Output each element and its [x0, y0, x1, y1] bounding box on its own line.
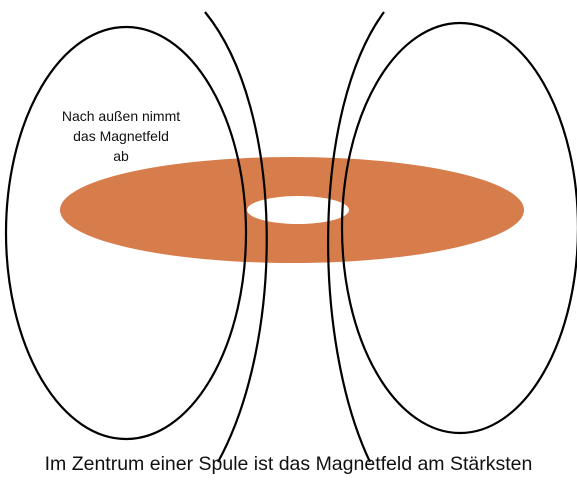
- outer-label-line-1: Nach außen nimmt: [61, 108, 181, 124]
- center-field-line-left: [204, 11, 268, 463]
- center-field-line-right: [327, 11, 385, 463]
- diagram-caption: Im Zentrum einer Spule ist das Magnetfel…: [44, 453, 533, 475]
- left-field-loop: [4, 25, 248, 441]
- outer-label-line-2: das Magnetfeld: [73, 128, 169, 144]
- right-field-loop: [340, 21, 577, 435]
- outer-label-line-3: ab: [113, 148, 129, 164]
- outer-field-label: Nach außen nimmt das Magnetfeld ab: [36, 106, 206, 166]
- coil-disk: [60, 157, 524, 263]
